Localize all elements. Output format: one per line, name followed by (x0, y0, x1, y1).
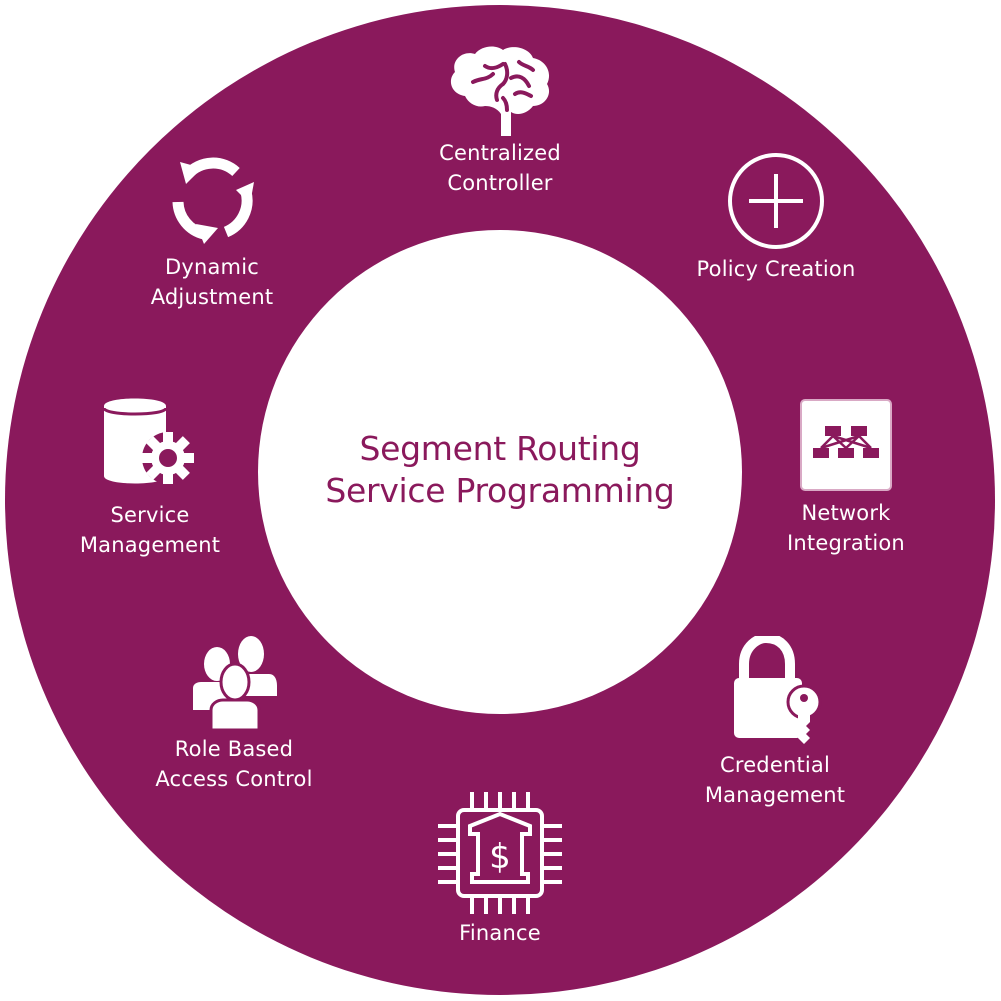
item-label: Network Integration (787, 498, 905, 558)
center-title-line-2: Service Programming (325, 471, 675, 510)
plus-circle-icon (727, 152, 825, 250)
item-label: Dynamic Adjustment (151, 252, 274, 312)
item-label: Service Management (80, 500, 220, 560)
label-line: Controller (447, 171, 553, 195)
label-line: Integration (787, 531, 905, 555)
label-line: Role Based (174, 737, 294, 761)
center-title: Segment Routing Service Programming (258, 230, 742, 714)
item-label: Policy Creation (697, 254, 856, 284)
item-label: Finance (459, 918, 541, 948)
label-line: Centralized (439, 141, 561, 165)
item-policy-creation: Policy Creation (666, 152, 886, 284)
label-line: Credential (719, 753, 831, 777)
item-label: Centralized Controller (439, 138, 561, 198)
item-finance: $ Finance (400, 790, 600, 948)
label-line: Finance (459, 921, 541, 945)
item-credential-management: Credential Management (675, 636, 875, 810)
brain-icon (445, 44, 555, 138)
svg-text:$: $ (489, 837, 511, 877)
label-line: Management (79, 533, 221, 557)
chip-bank-dollar-icon: $ (436, 790, 564, 916)
label-line: Network (801, 501, 891, 525)
label-line: Adjustment (150, 285, 274, 309)
item-network-integration: Network Integration (746, 398, 946, 558)
network-topology-icon (799, 398, 893, 492)
database-gear-icon (100, 394, 200, 496)
label-line: Service (110, 503, 190, 527)
item-label: Credential Management (705, 750, 845, 810)
label-line: Management (704, 783, 846, 807)
circular-arrows-icon (166, 152, 258, 248)
user-group-icon (189, 634, 279, 730)
item-role-based-access-control: Role Based Access Control (124, 634, 344, 794)
padlock-key-icon (728, 636, 822, 746)
label-line: Policy Creation (696, 257, 856, 281)
item-label: Role Based Access Control (155, 734, 312, 794)
center-circle (258, 230, 742, 714)
center-title-line-1: Segment Routing (359, 429, 641, 468)
label-line: Dynamic (164, 255, 259, 279)
item-centralized-controller: Centralized Controller (400, 44, 600, 198)
item-service-management: Service Management (50, 394, 250, 560)
label-line: Access Control (155, 767, 313, 791)
item-dynamic-adjustment: Dynamic Adjustment (112, 152, 312, 312)
